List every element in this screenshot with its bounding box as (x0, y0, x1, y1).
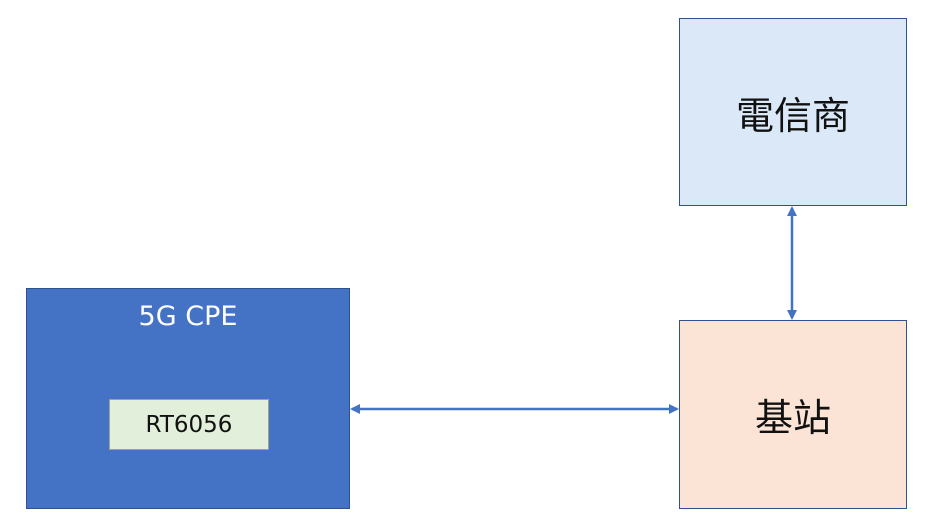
base-station-label: 基站 (754, 396, 831, 440)
cpe-node: 5G CPE RT6056 (26, 288, 350, 509)
chip-node: RT6056 (109, 399, 269, 450)
carrier-node: 電信商 (679, 18, 907, 206)
chip-label: RT6056 (145, 411, 233, 438)
cpe-title: 5G CPE (138, 301, 238, 332)
carrier-label: 電信商 (735, 93, 850, 138)
base-station-node: 基站 (679, 320, 907, 509)
